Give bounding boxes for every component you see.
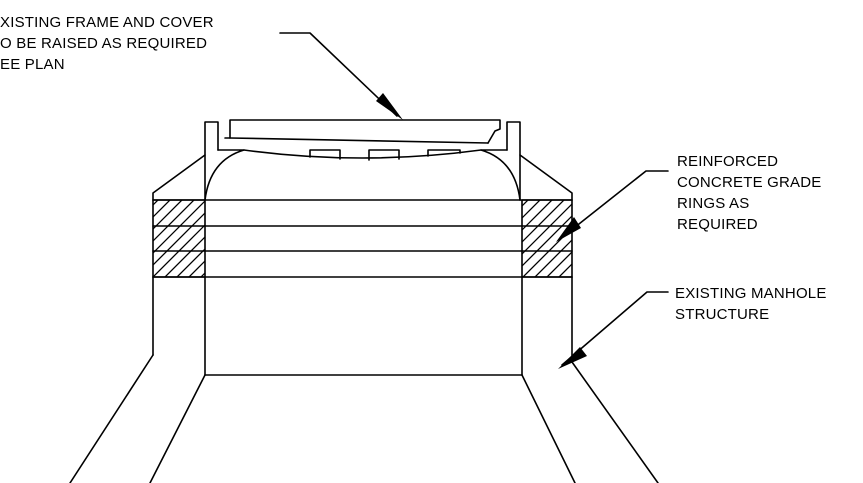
note-frame-cover-line2: O BE RAISED AS REQUIRED: [0, 35, 207, 52]
leader-frame-cover: [279, 32, 403, 120]
note-grade-rings-line2: CONCRETE GRADE: [677, 174, 821, 191]
note-frame-cover-line3: EE PLAN: [0, 56, 65, 73]
note-frame-cover-line1: XISTING FRAME AND COVER: [0, 14, 214, 31]
grade-ring-hatch-left: [153, 200, 205, 277]
note-grade-rings-line1: REINFORCED: [677, 153, 778, 170]
leader-manhole: [558, 291, 669, 369]
grade-rings: [152, 199, 573, 278]
manhole-structure: [69, 276, 659, 483]
leader-grade-rings: [556, 170, 669, 242]
note-manhole: EXISTING MANHOLE STRUCTURE: [675, 285, 827, 323]
frame-and-cover: [152, 119, 573, 201]
grade-ring-hatch-right: [522, 200, 572, 277]
note-manhole-line2: STRUCTURE: [675, 306, 769, 323]
note-grade-rings-line4: REQUIRED: [677, 216, 758, 233]
note-grade-rings: REINFORCED CONCRETE GRADE RINGS AS REQUI…: [677, 153, 821, 233]
note-grade-rings-line3: RINGS AS: [677, 195, 749, 212]
note-manhole-line1: EXISTING MANHOLE: [675, 285, 827, 302]
note-frame-cover: XISTING FRAME AND COVER O BE RAISED AS R…: [0, 14, 214, 73]
